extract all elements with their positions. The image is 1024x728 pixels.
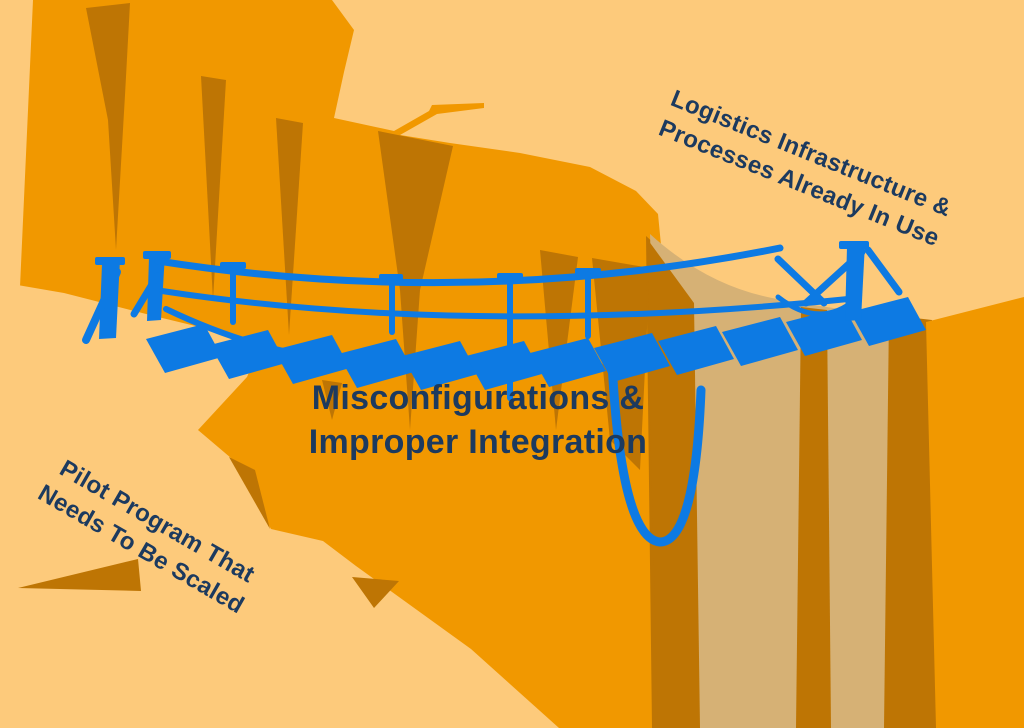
- rope-bridge-icon: [82, 241, 926, 547]
- bridge-left-post-2: [147, 254, 165, 321]
- bridge-planks: [146, 297, 926, 390]
- gap-label-line1: Misconfigurations &: [311, 379, 645, 417]
- right-cliff-shape: [926, 297, 1024, 728]
- gap-label-line2: Improper Integration: [308, 422, 648, 461]
- bridge-lower-rope: [159, 288, 861, 320]
- broken-hanging-rope: [607, 357, 706, 547]
- gap-label: Misconfigurations & Improper Integration: [278, 377, 678, 464]
- plateau-shadow-wedges: [18, 457, 399, 608]
- bridge-top-rope: [154, 244, 784, 287]
- foreground-plateau: [0, 282, 559, 728]
- cliff-shadow-streaks: [86, 3, 650, 470]
